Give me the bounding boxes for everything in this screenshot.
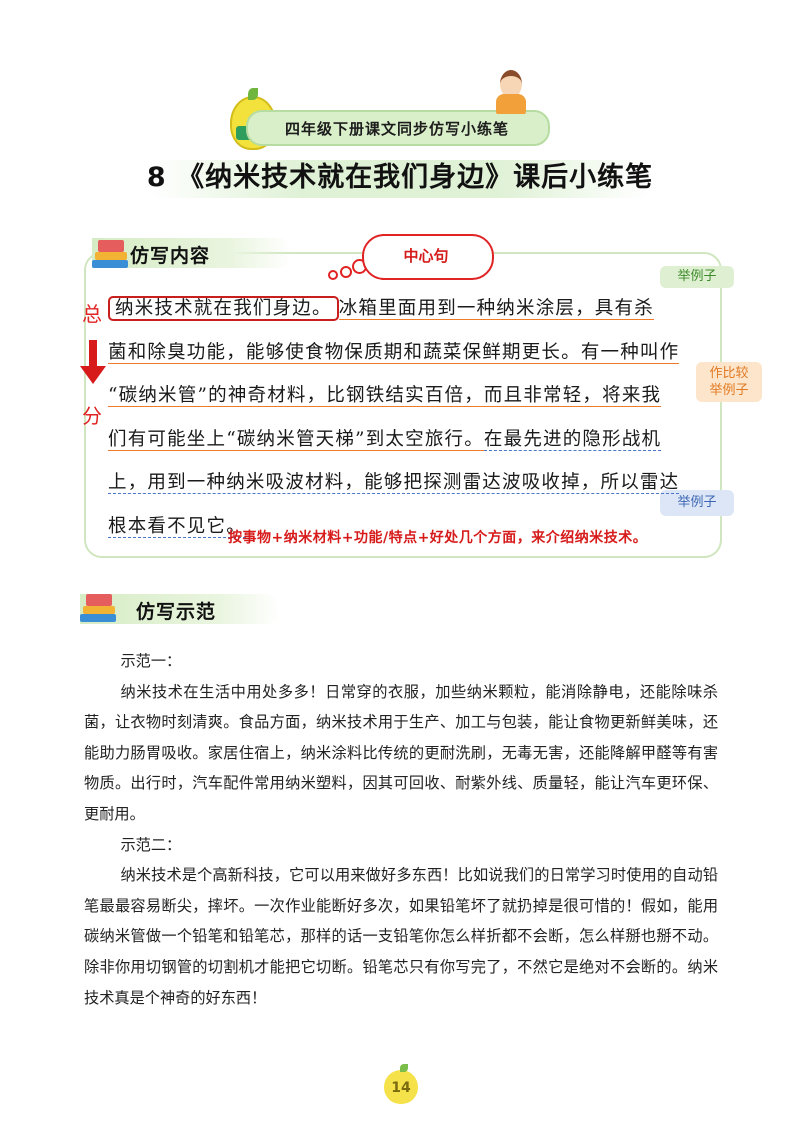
series-banner-label: 四年级下册课文同步仿写小练笔: [285, 120, 510, 138]
passage-text: “碳纳米管”的神奇材料，比钢铁结实百倍，而且非常轻，将来我: [108, 385, 662, 407]
tag-compare-line1: 作比较: [709, 366, 749, 381]
structure-summary: 按事物+纳米材料+功能/特点+好处几个方面，来介绍纳米技术。: [228, 530, 648, 546]
central-sentence-callout: [362, 234, 494, 280]
section-heading-imitation-content: 仿写内容: [130, 245, 211, 267]
series-banner: [246, 110, 550, 146]
imitation-content-box: [84, 252, 722, 558]
cloud-dot-small: [328, 270, 338, 280]
central-sentence-label: 中心句: [403, 247, 449, 265]
books-icon: [80, 586, 120, 622]
passage-line-1: 纳米技术就在我们身边。冰箱里面用到一种纳米涂层，具有杀: [108, 287, 698, 331]
down-arrow-icon: [89, 340, 97, 368]
specific-marker: 分: [82, 404, 102, 428]
example1-label: 示范一：: [120, 652, 182, 670]
passage-line-6: 根本看不见它。: [108, 505, 698, 549]
passage-text: 根本看不见它。: [108, 515, 246, 538]
cloud-dot-medium: [340, 266, 352, 278]
passage-line-4: 们有可能坐上“碳纳米管天梯”到太空旅行。在最先进的隐形战机: [108, 418, 698, 462]
passage-line-3: “碳纳米管”的神奇材料，比钢铁结实百倍，而且非常轻，将来我: [108, 374, 698, 418]
demo-examples: 示范一： 纳米技术在生活中用处多多！日常穿的衣服，加些纳米颗粒，能消除静电，还能…: [84, 646, 718, 1013]
title-highlight: [150, 160, 650, 198]
passage-text: 有一种叫作: [580, 341, 680, 364]
passage-text: 上，用到一种纳米吸波材料，能够把探测雷达波吸收掉，所以雷达: [108, 472, 680, 494]
books-icon: [92, 232, 132, 268]
example1-text: 纳米技术在生活中用处多多！日常穿的衣服，加些纳米颗粒，能消除静电，还能除味杀菌，…: [84, 682, 718, 823]
central-sentence: 纳米技术就在我们身边。: [108, 296, 339, 321]
section-heading-demo: 仿写示范: [136, 601, 217, 623]
tag-compare-example: 作比较 举例子: [696, 362, 762, 402]
example2-label: 示范二：: [120, 835, 182, 854]
page-title: 8 《纳米技术就在我们身边》课后小练笔: [146, 162, 654, 193]
student-reading-icon: [494, 70, 528, 114]
passage-text: 们有可能坐上“碳纳米管天梯”到太空旅行。: [108, 428, 484, 451]
tag-compare-line2: 举例子: [709, 383, 749, 398]
passage-line-5: 上，用到一种纳米吸波材料，能够把探测雷达波吸收掉，所以雷达: [108, 461, 698, 505]
tag-example-bottom: 举例子: [660, 490, 734, 516]
tag-example-top: 举例子: [660, 266, 734, 288]
passage-text: 菌和除臭功能，能够使食物保质期和蔬菜保鲜期更长。: [108, 341, 581, 364]
page-number: 14: [384, 1064, 418, 1104]
page-number-label: 14: [391, 1080, 411, 1096]
imitation-passage: 纳米技术就在我们身边。冰箱里面用到一种纳米涂层，具有杀 菌和除臭功能，能够使食物…: [108, 287, 698, 548]
general-marker: 总: [82, 302, 102, 326]
down-arrow-head-icon: [80, 366, 106, 384]
passage-text: 冰箱里面用到一种纳米涂层，具有杀: [338, 298, 654, 320]
passage-line-2: 菌和除臭功能，能够使食物保质期和蔬菜保鲜期更长。有一种叫作: [108, 331, 698, 375]
example2-text: 纳米技术是个高新科技，它可以用来做好多东西！比如说我们的日常学习时使用的自动铅笔…: [84, 866, 718, 1007]
passage-text: 在最先进的隐形战机: [483, 428, 662, 451]
